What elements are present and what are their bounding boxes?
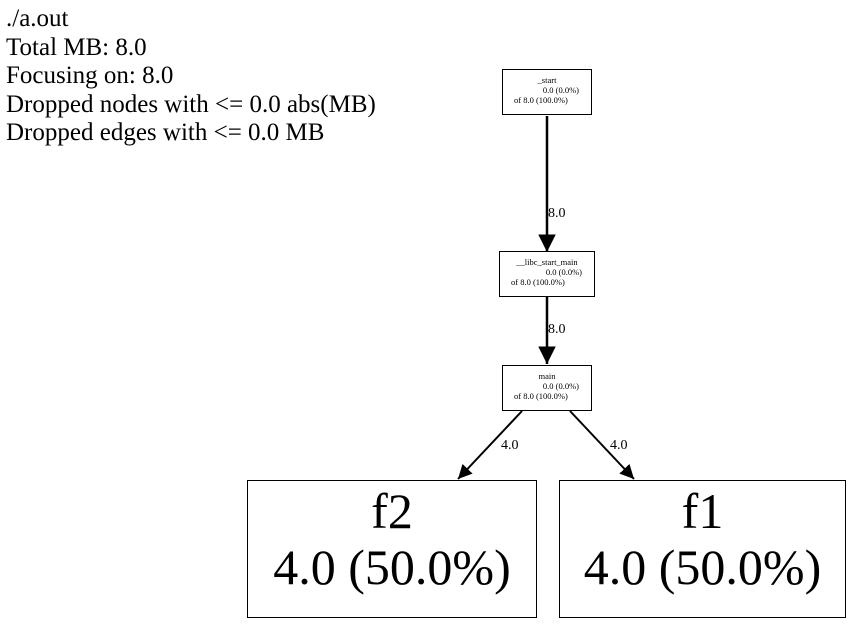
- legend-focus: Focusing on: 8.0: [6, 62, 174, 89]
- edge-label-start-to-libc: 8.0: [548, 206, 566, 221]
- node-start-cum: of 8.0 (100.0%): [514, 95, 568, 105]
- node-f2[interactable]: f2 4.0 (50.0%): [247, 480, 537, 618]
- legend-dropped-nodes: Dropped nodes with <= 0.0 abs(MB): [6, 90, 376, 118]
- edge-label-libc-to-main: 8.0: [548, 322, 566, 337]
- node-f1-name: f1: [681, 483, 724, 539]
- node-main-flat: 0.0 (0.0%): [542, 381, 579, 391]
- node-f1-flat: 4.0 (50.0%): [583, 539, 822, 595]
- legend-dropped-edges: Dropped edges with <= 0.0 MB: [6, 119, 325, 146]
- graph-legend: ./a.out Total MB: 8.0 Focusing on: 8.0 D…: [6, 5, 376, 148]
- node-main-cum: of 8.0 (100.0%): [514, 391, 568, 401]
- node-main-name: main: [538, 371, 556, 381]
- node-f2-name: f2: [371, 483, 413, 539]
- node-libc-start-main-name: __libc_start_main: [516, 257, 578, 267]
- node-main[interactable]: main 0.0 (0.0%) of 8.0 (100.0%): [502, 365, 592, 411]
- legend-total: Total MB: 8.0: [6, 33, 147, 61]
- node-libc-start-main-flat: 0.0 (0.0%): [545, 267, 582, 277]
- edge-label-main-to-f2: 4.0: [501, 438, 519, 453]
- edge-label-main-to-f1: 4.0: [610, 438, 628, 453]
- node-start-name: _start: [537, 75, 557, 85]
- edge-main-to-f2: [457, 410, 523, 480]
- node-start-flat: 0.0 (0.0%): [542, 85, 579, 95]
- edge-main-to-f1: [569, 410, 635, 480]
- node-libc-start-main[interactable]: __libc_start_main 0.0 (0.0%) of 8.0 (100…: [499, 251, 595, 297]
- node-start[interactable]: _start 0.0 (0.0%) of 8.0 (100.0%): [502, 69, 592, 115]
- node-f2-flat: 4.0 (50.0%): [273, 539, 511, 595]
- node-libc-start-main-cum: of 8.0 (100.0%): [511, 277, 565, 287]
- legend-program: ./a.out: [6, 5, 69, 32]
- node-f1[interactable]: f1 4.0 (50.0%): [559, 480, 846, 618]
